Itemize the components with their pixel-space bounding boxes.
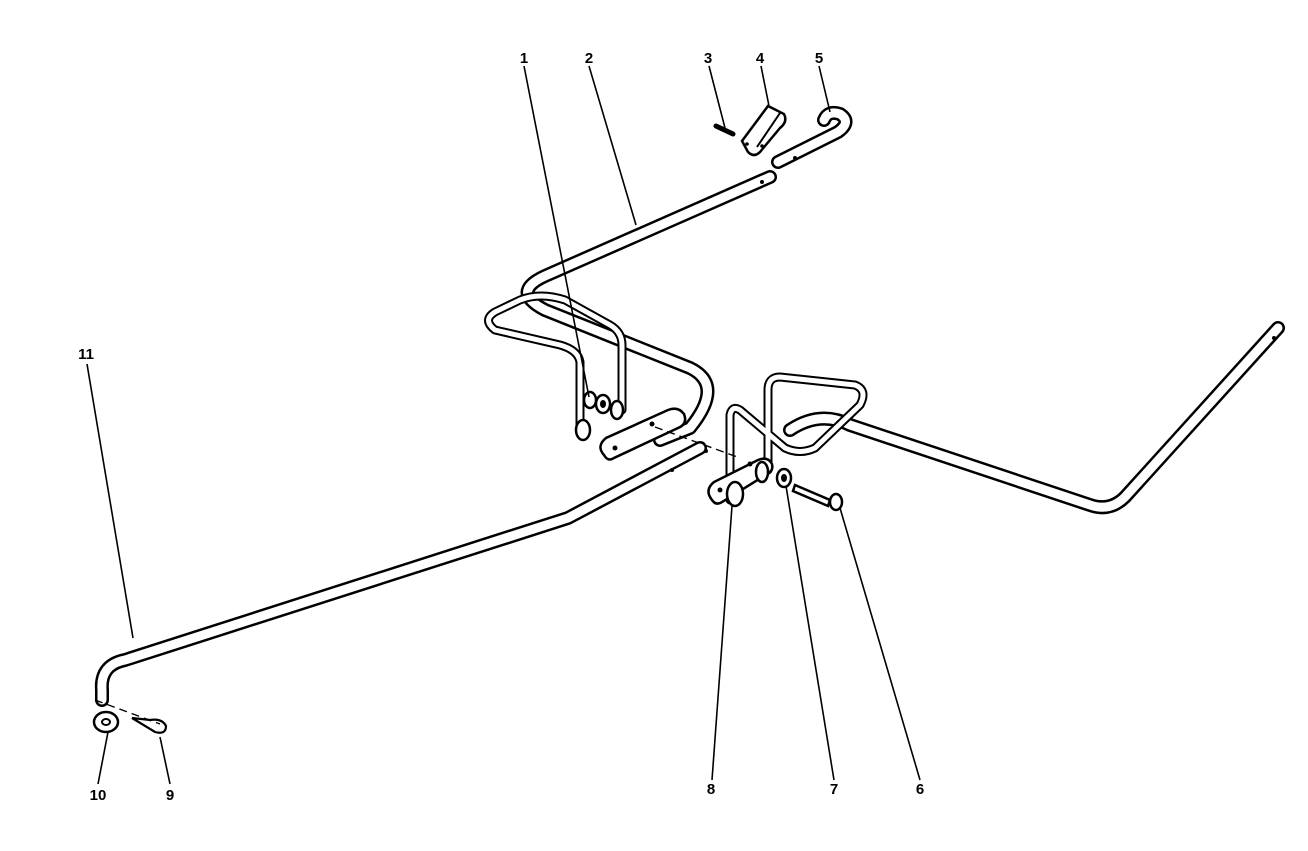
callout-4: 4 xyxy=(755,50,765,67)
left-wire-bracket xyxy=(484,291,627,442)
callout-11: 11 xyxy=(78,346,94,363)
right-wire-bracket xyxy=(725,372,868,505)
part-2-upper-handle-tube xyxy=(520,170,777,447)
callout-10: 10 xyxy=(89,787,107,804)
left-link-plate xyxy=(599,407,687,461)
assembly-line xyxy=(94,699,161,725)
spacer xyxy=(754,460,770,484)
part-6-bolt xyxy=(791,483,844,512)
leader-lines xyxy=(86,65,921,785)
callout-7: 7 xyxy=(829,781,839,798)
part-1-nut-washer xyxy=(582,390,625,421)
callout-6: 6 xyxy=(915,781,925,798)
part-10-washer xyxy=(92,710,120,734)
part-9-cotter-pin xyxy=(131,716,168,734)
callout-9: 9 xyxy=(165,787,175,804)
part-7-washer xyxy=(775,467,793,489)
callout-1: 1 xyxy=(519,50,529,67)
callout-3: 3 xyxy=(703,50,713,67)
callout-2: 2 xyxy=(584,50,594,67)
right-handle-tube xyxy=(783,321,1285,515)
assembly-line xyxy=(654,426,741,459)
callout-5: 5 xyxy=(814,50,824,67)
part-3-pin xyxy=(713,123,736,137)
part-5-handle-grip xyxy=(771,105,853,169)
part-11-lower-handle-tube xyxy=(94,441,708,707)
part-4-clip xyxy=(740,104,787,157)
callout-8: 8 xyxy=(706,781,716,798)
part-8-spacer xyxy=(725,480,745,508)
